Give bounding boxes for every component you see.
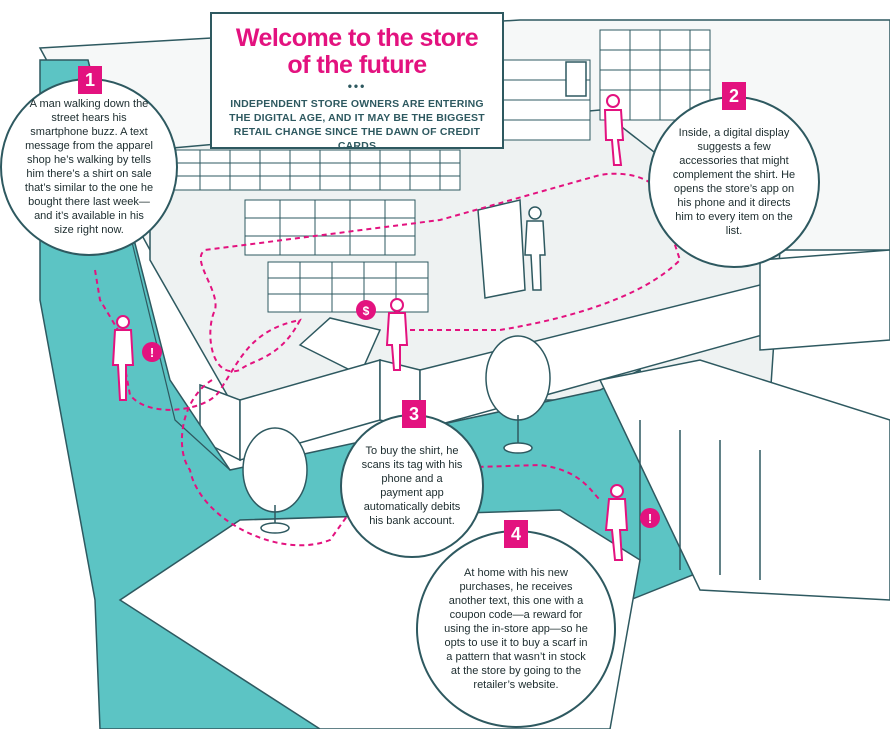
step-3-text: To buy the shirt, he scans its tag with … xyxy=(361,445,463,527)
step-3-badge: 3 xyxy=(402,400,426,428)
alert-marker-glyph: ! xyxy=(150,345,154,360)
man-near-display xyxy=(603,94,625,166)
man-at-table xyxy=(385,298,409,371)
digital-display xyxy=(565,61,587,97)
header-title-line1: Welcome to the store xyxy=(235,24,479,52)
customer-route xyxy=(94,172,682,547)
step-1-badge: 1 xyxy=(78,66,102,94)
step-2-callout: Inside, a digital display suggests a few… xyxy=(648,96,820,268)
alert-marker-exit-glyph: ! xyxy=(648,511,652,526)
header-subtitle: Independent store owners are entering th… xyxy=(229,98,485,152)
step-4-callout: At home with his new purchases, he recei… xyxy=(416,530,616,728)
tree-center xyxy=(485,335,551,454)
step-2-text: Inside, a digital display suggests a few… xyxy=(672,127,796,237)
price-marker-table: $ xyxy=(356,300,376,320)
header-title-line2: of the future xyxy=(287,51,427,79)
price-marker-glyph: $ xyxy=(363,304,370,318)
checkout-counter xyxy=(477,199,526,299)
header-dots: ••• xyxy=(347,79,367,93)
floor-shelving xyxy=(244,199,429,313)
store-clerk xyxy=(524,206,546,291)
neighbor-building xyxy=(598,249,890,601)
step-2-badge: 2 xyxy=(722,82,746,110)
alert-marker-street: ! xyxy=(142,342,162,362)
step-1-callout: A man walking down the street hears his … xyxy=(0,78,178,256)
step-4-badge: 4 xyxy=(504,520,528,548)
step-1-text: A man walking down the street hears his … xyxy=(24,98,154,236)
step-3-callout: To buy the shirt, he scans its tag with … xyxy=(340,414,484,558)
clothing-table xyxy=(298,317,382,377)
step-4-text: At home with his new purchases, he recei… xyxy=(444,567,588,691)
man-walking-street xyxy=(111,315,135,401)
man-leaving-store xyxy=(604,484,629,561)
tree-left xyxy=(242,427,308,534)
wall-shelving xyxy=(169,29,711,191)
header-box: Welcome to the store of the future ••• I… xyxy=(210,12,504,152)
alert-marker-exit: ! xyxy=(640,508,660,528)
